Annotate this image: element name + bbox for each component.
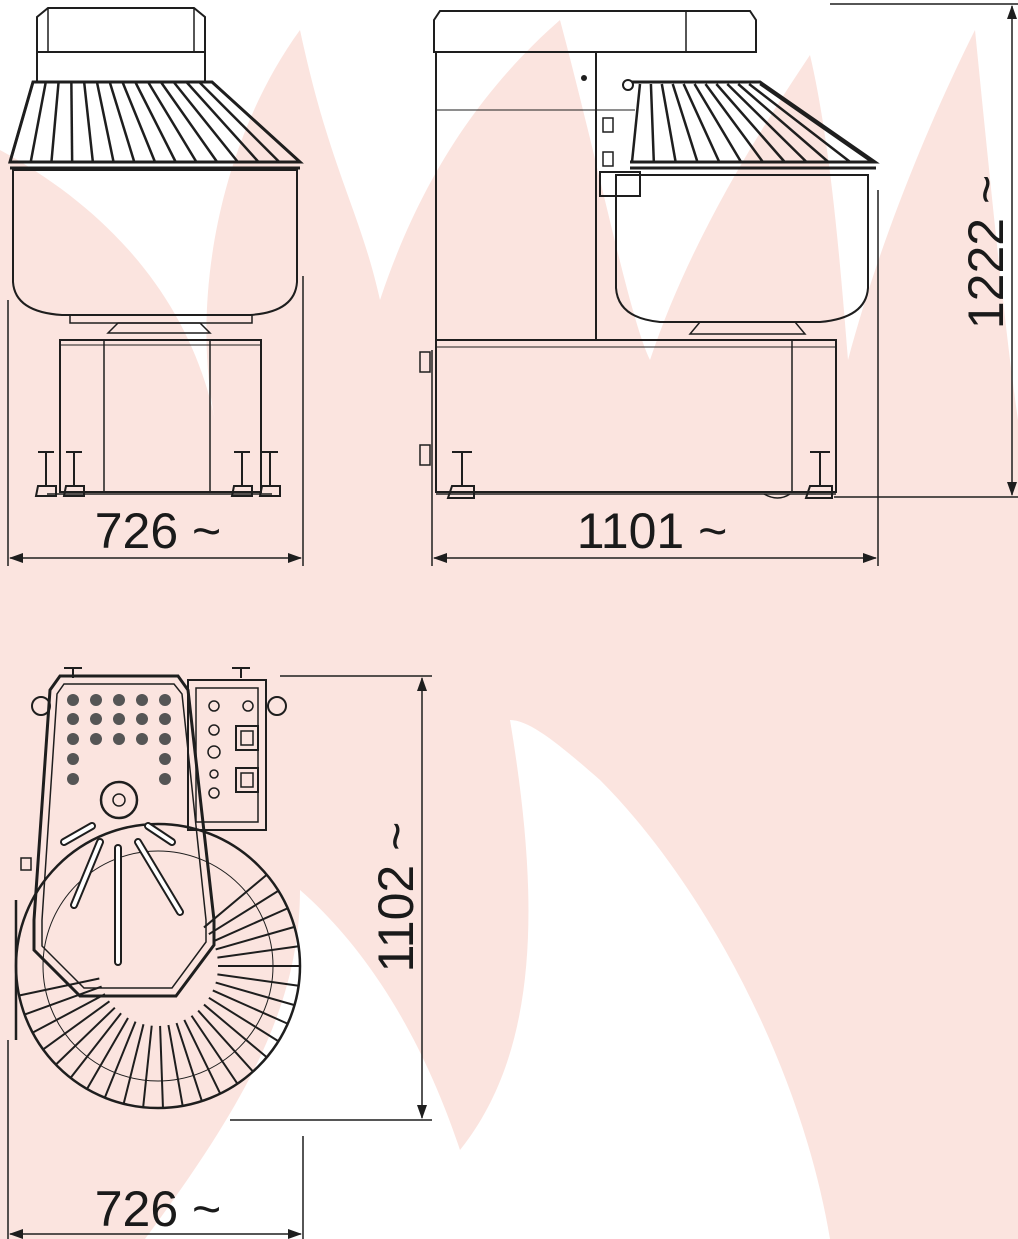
vent-hole: [67, 694, 79, 706]
vent-hole: [90, 694, 102, 706]
basket-bar: [55, 1006, 116, 1066]
cage-bar: [715, 83, 786, 163]
basket-bar: [217, 973, 299, 987]
side-height-label: 1222 ~: [958, 175, 1014, 329]
basket-bar: [42, 1000, 111, 1051]
basket-bar: [208, 996, 279, 1043]
basket-bar: [183, 1019, 222, 1095]
front-feet: [34, 451, 281, 497]
vent-hole: [90, 713, 102, 725]
vent-hole: [159, 694, 171, 706]
basket-bar: [122, 1023, 145, 1105]
vent-slot: [62, 824, 94, 844]
basket-bar: [190, 1015, 239, 1085]
flame-shape: [0, 20, 1018, 1239]
cage-bar: [8, 81, 35, 163]
top-depth-label: 1102 ~: [368, 822, 424, 973]
lid-vent-holes: [67, 694, 171, 785]
lid-plate: [32, 674, 216, 998]
vent-hole: [67, 733, 79, 745]
cage-bar: [159, 81, 219, 163]
cage-bar: [726, 83, 808, 163]
cage-bar: [737, 83, 830, 163]
vent-hole: [113, 713, 125, 725]
basket-bar: [175, 1022, 203, 1102]
cage-bar: [95, 81, 115, 163]
cage-bar: [649, 83, 656, 163]
basket-bar: [24, 985, 102, 1016]
top-width-label: 726 ~: [95, 1181, 222, 1237]
vent-hole: [113, 694, 125, 706]
vent-slot: [146, 824, 174, 844]
vent-hole: [113, 733, 125, 745]
basket-bar: [32, 993, 106, 1034]
basket-bar: [103, 1021, 137, 1099]
basket-bar: [212, 989, 289, 1025]
side-view: 1101 ~ 1222 ~: [419, 3, 1018, 566]
vent-slot: [72, 840, 102, 907]
vent-hole: [90, 733, 102, 745]
cage-bar: [704, 83, 764, 163]
basket-bar: [215, 981, 295, 1007]
side-width-label: 1101 ~: [577, 503, 728, 559]
cage-bar: [748, 83, 851, 163]
cage-bar: [70, 81, 74, 163]
basket-bar: [142, 1025, 153, 1108]
cage-bar: [29, 81, 48, 163]
cage-bar: [211, 81, 301, 163]
vent-hole: [67, 753, 79, 765]
cage-bar: [630, 83, 642, 163]
vent-hole: [67, 713, 79, 725]
lid-vent-slots: [60, 822, 184, 966]
cage-bar: [185, 81, 260, 163]
basket-bar: [167, 1024, 184, 1107]
cage-bar: [121, 81, 157, 163]
flame-watermark: [0, 20, 1018, 1239]
basket-bar: [69, 1012, 122, 1079]
side-feet: [446, 451, 833, 499]
cage-bar: [682, 83, 721, 163]
basket-bar: [217, 945, 299, 959]
basket-bar: [86, 1017, 129, 1090]
cage-bar: [198, 81, 281, 163]
cage-bar: [172, 81, 239, 163]
basket-bar: [197, 1009, 254, 1073]
cage-bar: [147, 81, 198, 163]
vent-hole: [136, 733, 148, 745]
vent-hole: [67, 773, 79, 785]
vent-slot: [136, 840, 182, 914]
vent-hole: [136, 713, 148, 725]
top-view: 1102 ~ 726 ~: [7, 667, 432, 1239]
cage-bar: [693, 83, 743, 163]
vent-hole: [159, 773, 171, 785]
cage-bar: [759, 82, 873, 164]
front-cage-bars: [8, 81, 301, 163]
vent-hole: [159, 733, 171, 745]
basket-bar: [159, 1025, 164, 1108]
cage-bar: [82, 81, 95, 163]
vent-hole: [159, 713, 171, 725]
cage-bar: [671, 83, 699, 163]
cage-bar: [108, 81, 136, 163]
basket-bar: [203, 1003, 268, 1059]
cage-bar: [660, 83, 677, 163]
basket-bar: [18, 977, 100, 997]
cage-bar: [50, 81, 60, 163]
side-cage-bars: [630, 82, 873, 164]
vent-hole: [136, 694, 148, 706]
front-view: 726 ~: [7, 7, 304, 566]
front-width-label: 726 ~: [95, 503, 222, 559]
basket-bar: [208, 889, 279, 936]
vent-hole: [159, 753, 171, 765]
basket-bar: [212, 907, 289, 943]
basket-bar: [215, 925, 295, 951]
top-cage-bars: [18, 873, 300, 1108]
cage-bar: [134, 81, 177, 163]
